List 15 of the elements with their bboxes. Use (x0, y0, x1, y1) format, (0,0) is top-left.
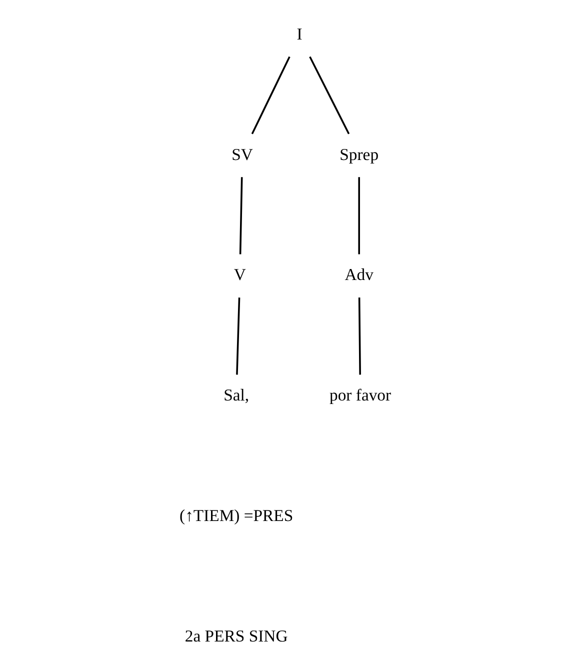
node-text: V (234, 265, 246, 284)
node-text: I (296, 24, 302, 44)
label: 2a PERS SING (184, 626, 288, 646)
node-text: Sprep (340, 144, 379, 164)
connector (236, 298, 240, 375)
connector (251, 56, 290, 134)
connector (309, 56, 350, 134)
connector (358, 298, 361, 375)
node-text: SV (232, 144, 253, 164)
connector (358, 177, 360, 254)
label: (↑TIEM) =PRES (180, 506, 294, 525)
node-text: por favor (330, 386, 392, 405)
node-text: Adv (344, 265, 374, 284)
connector (239, 177, 243, 254)
node-text: Sal, (224, 386, 250, 405)
